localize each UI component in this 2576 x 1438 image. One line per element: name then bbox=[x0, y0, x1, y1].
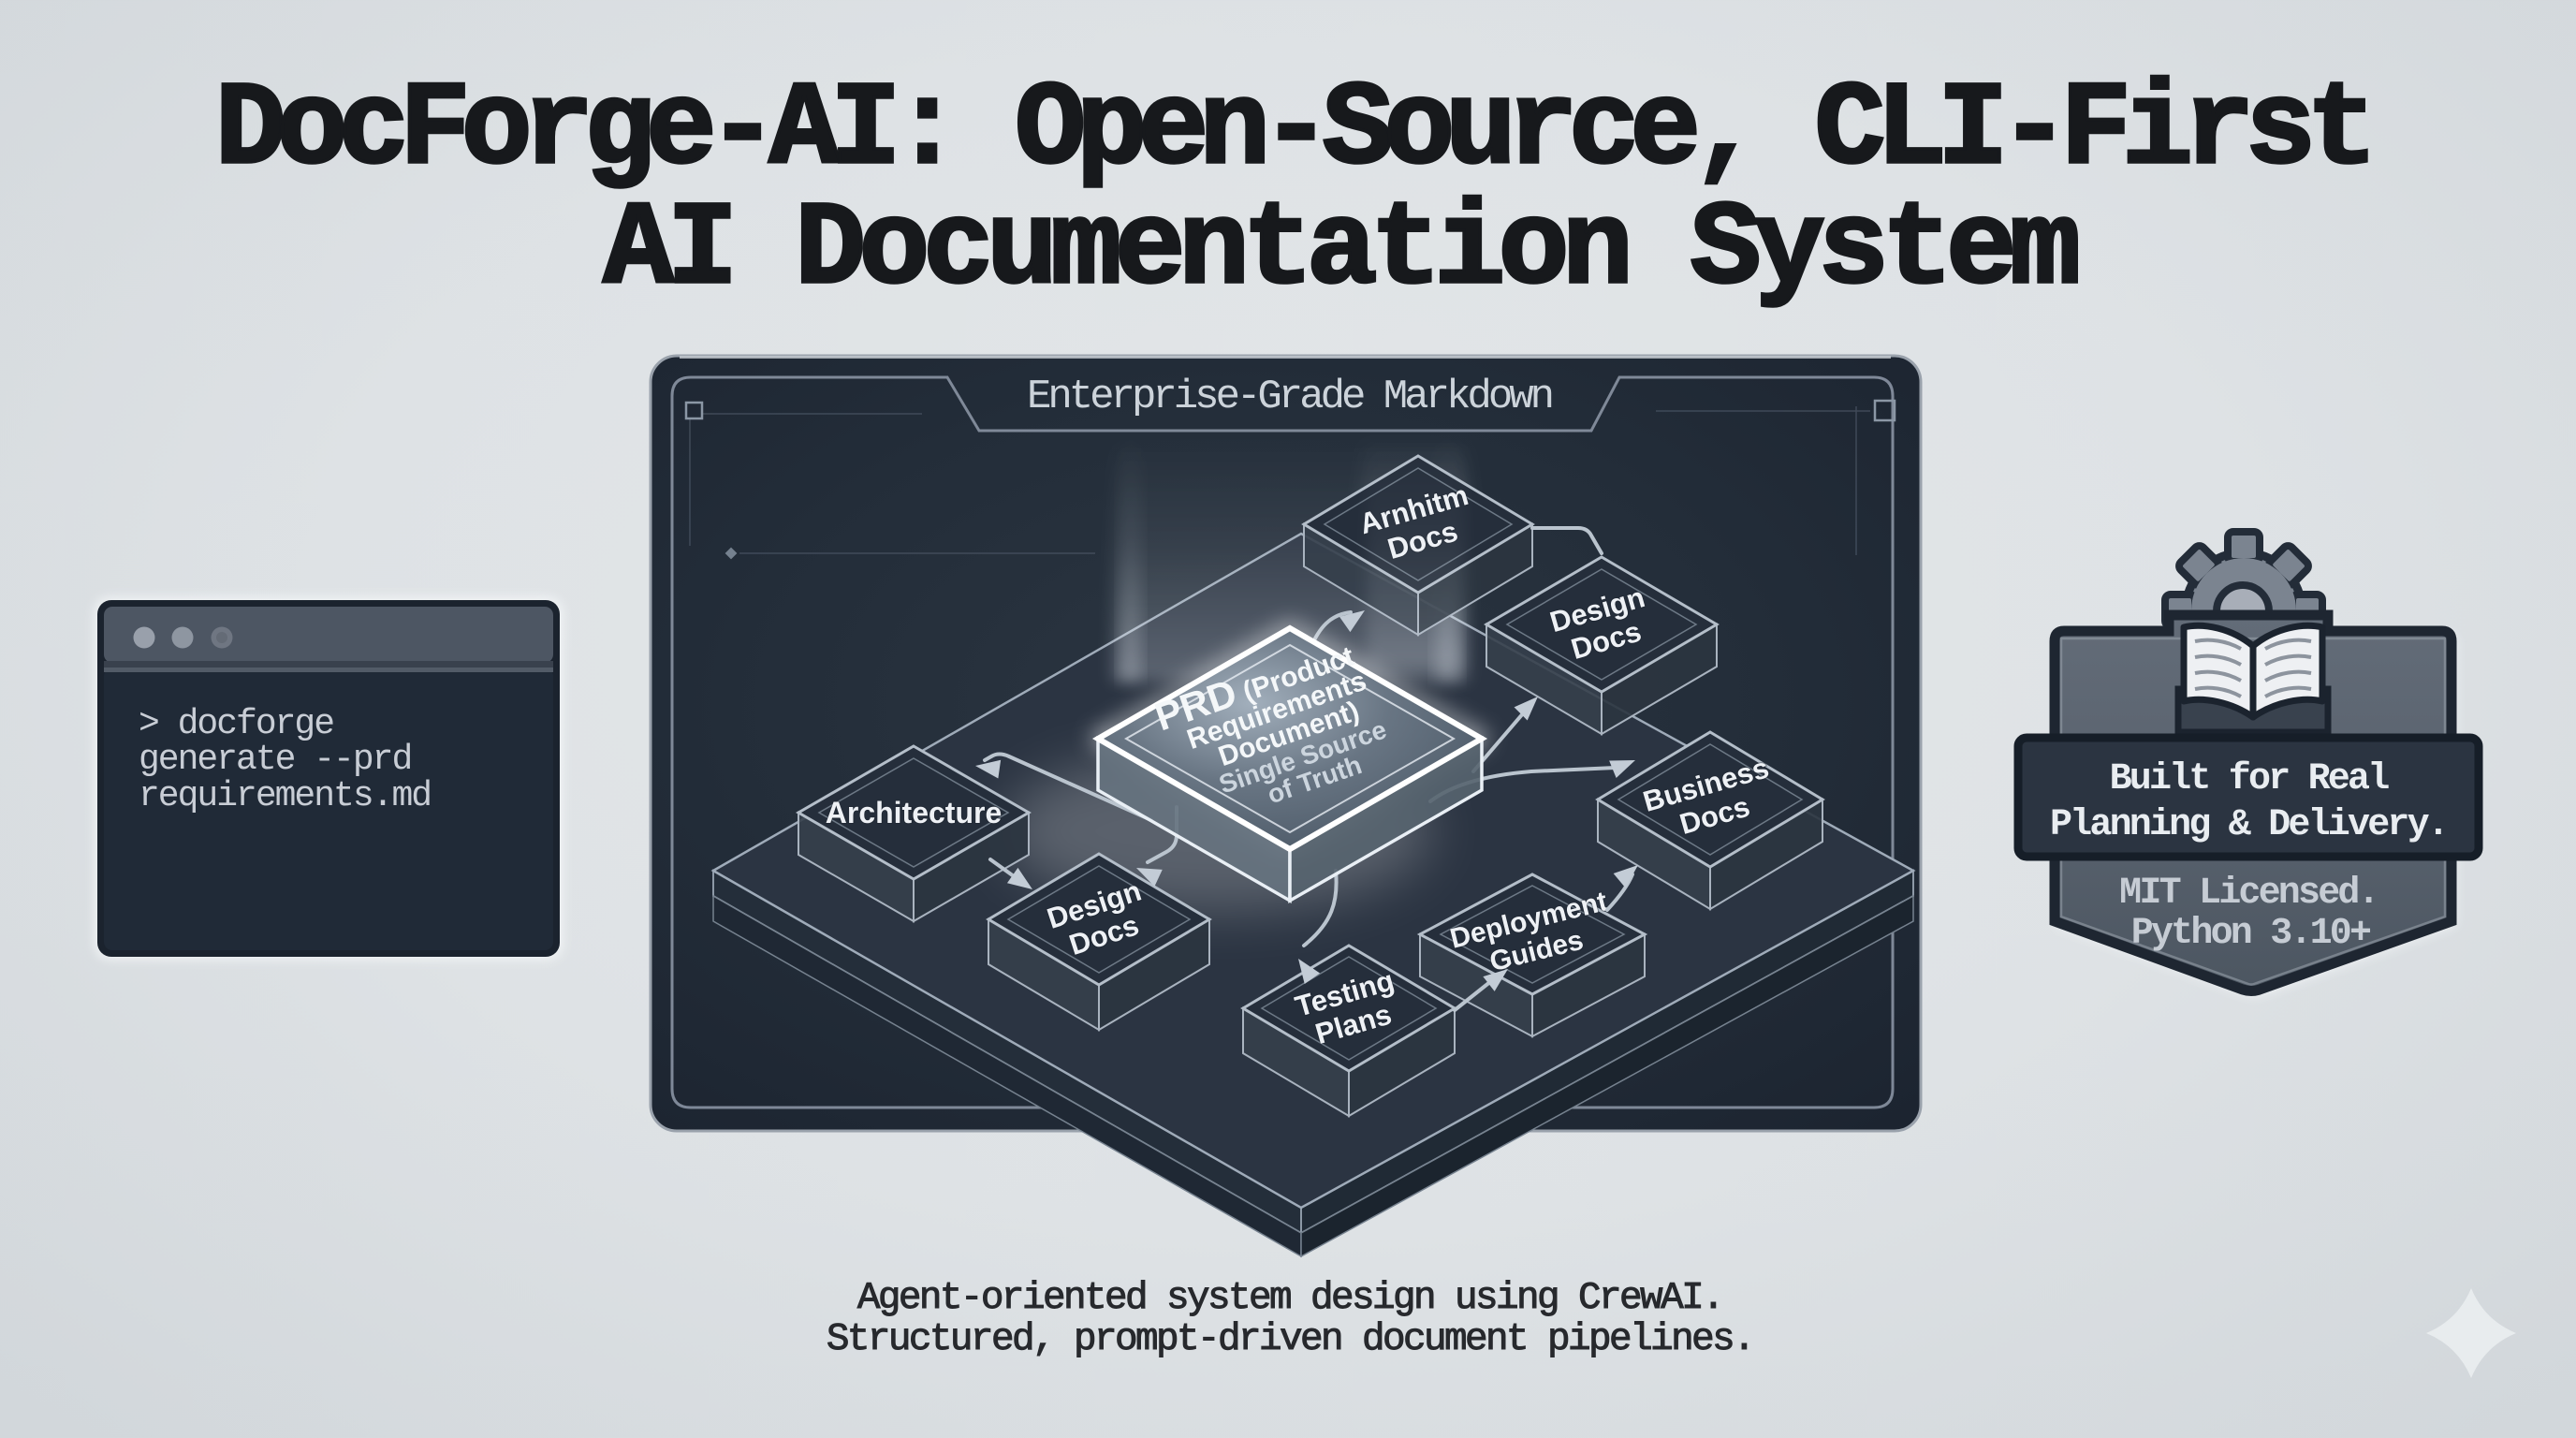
svg-text:requirements.md: requirements.md bbox=[139, 776, 431, 816]
svg-text:Planning & Delivery.: Planning & Delivery. bbox=[2050, 804, 2447, 846]
svg-text:Architecture: Architecture bbox=[826, 796, 1003, 829]
svg-text:MIT Licensed.: MIT Licensed. bbox=[2119, 873, 2378, 915]
svg-text:> docforge: > docforge bbox=[139, 704, 333, 744]
svg-text:Python 3.10+: Python 3.10+ bbox=[2131, 913, 2371, 955]
svg-text:Built for Real: Built for Real bbox=[2110, 758, 2390, 800]
svg-text:Enterprise-Grade Markdown: Enterprise-Grade Markdown bbox=[1027, 374, 1552, 420]
svg-text:generate --prd: generate --prd bbox=[139, 740, 411, 780]
